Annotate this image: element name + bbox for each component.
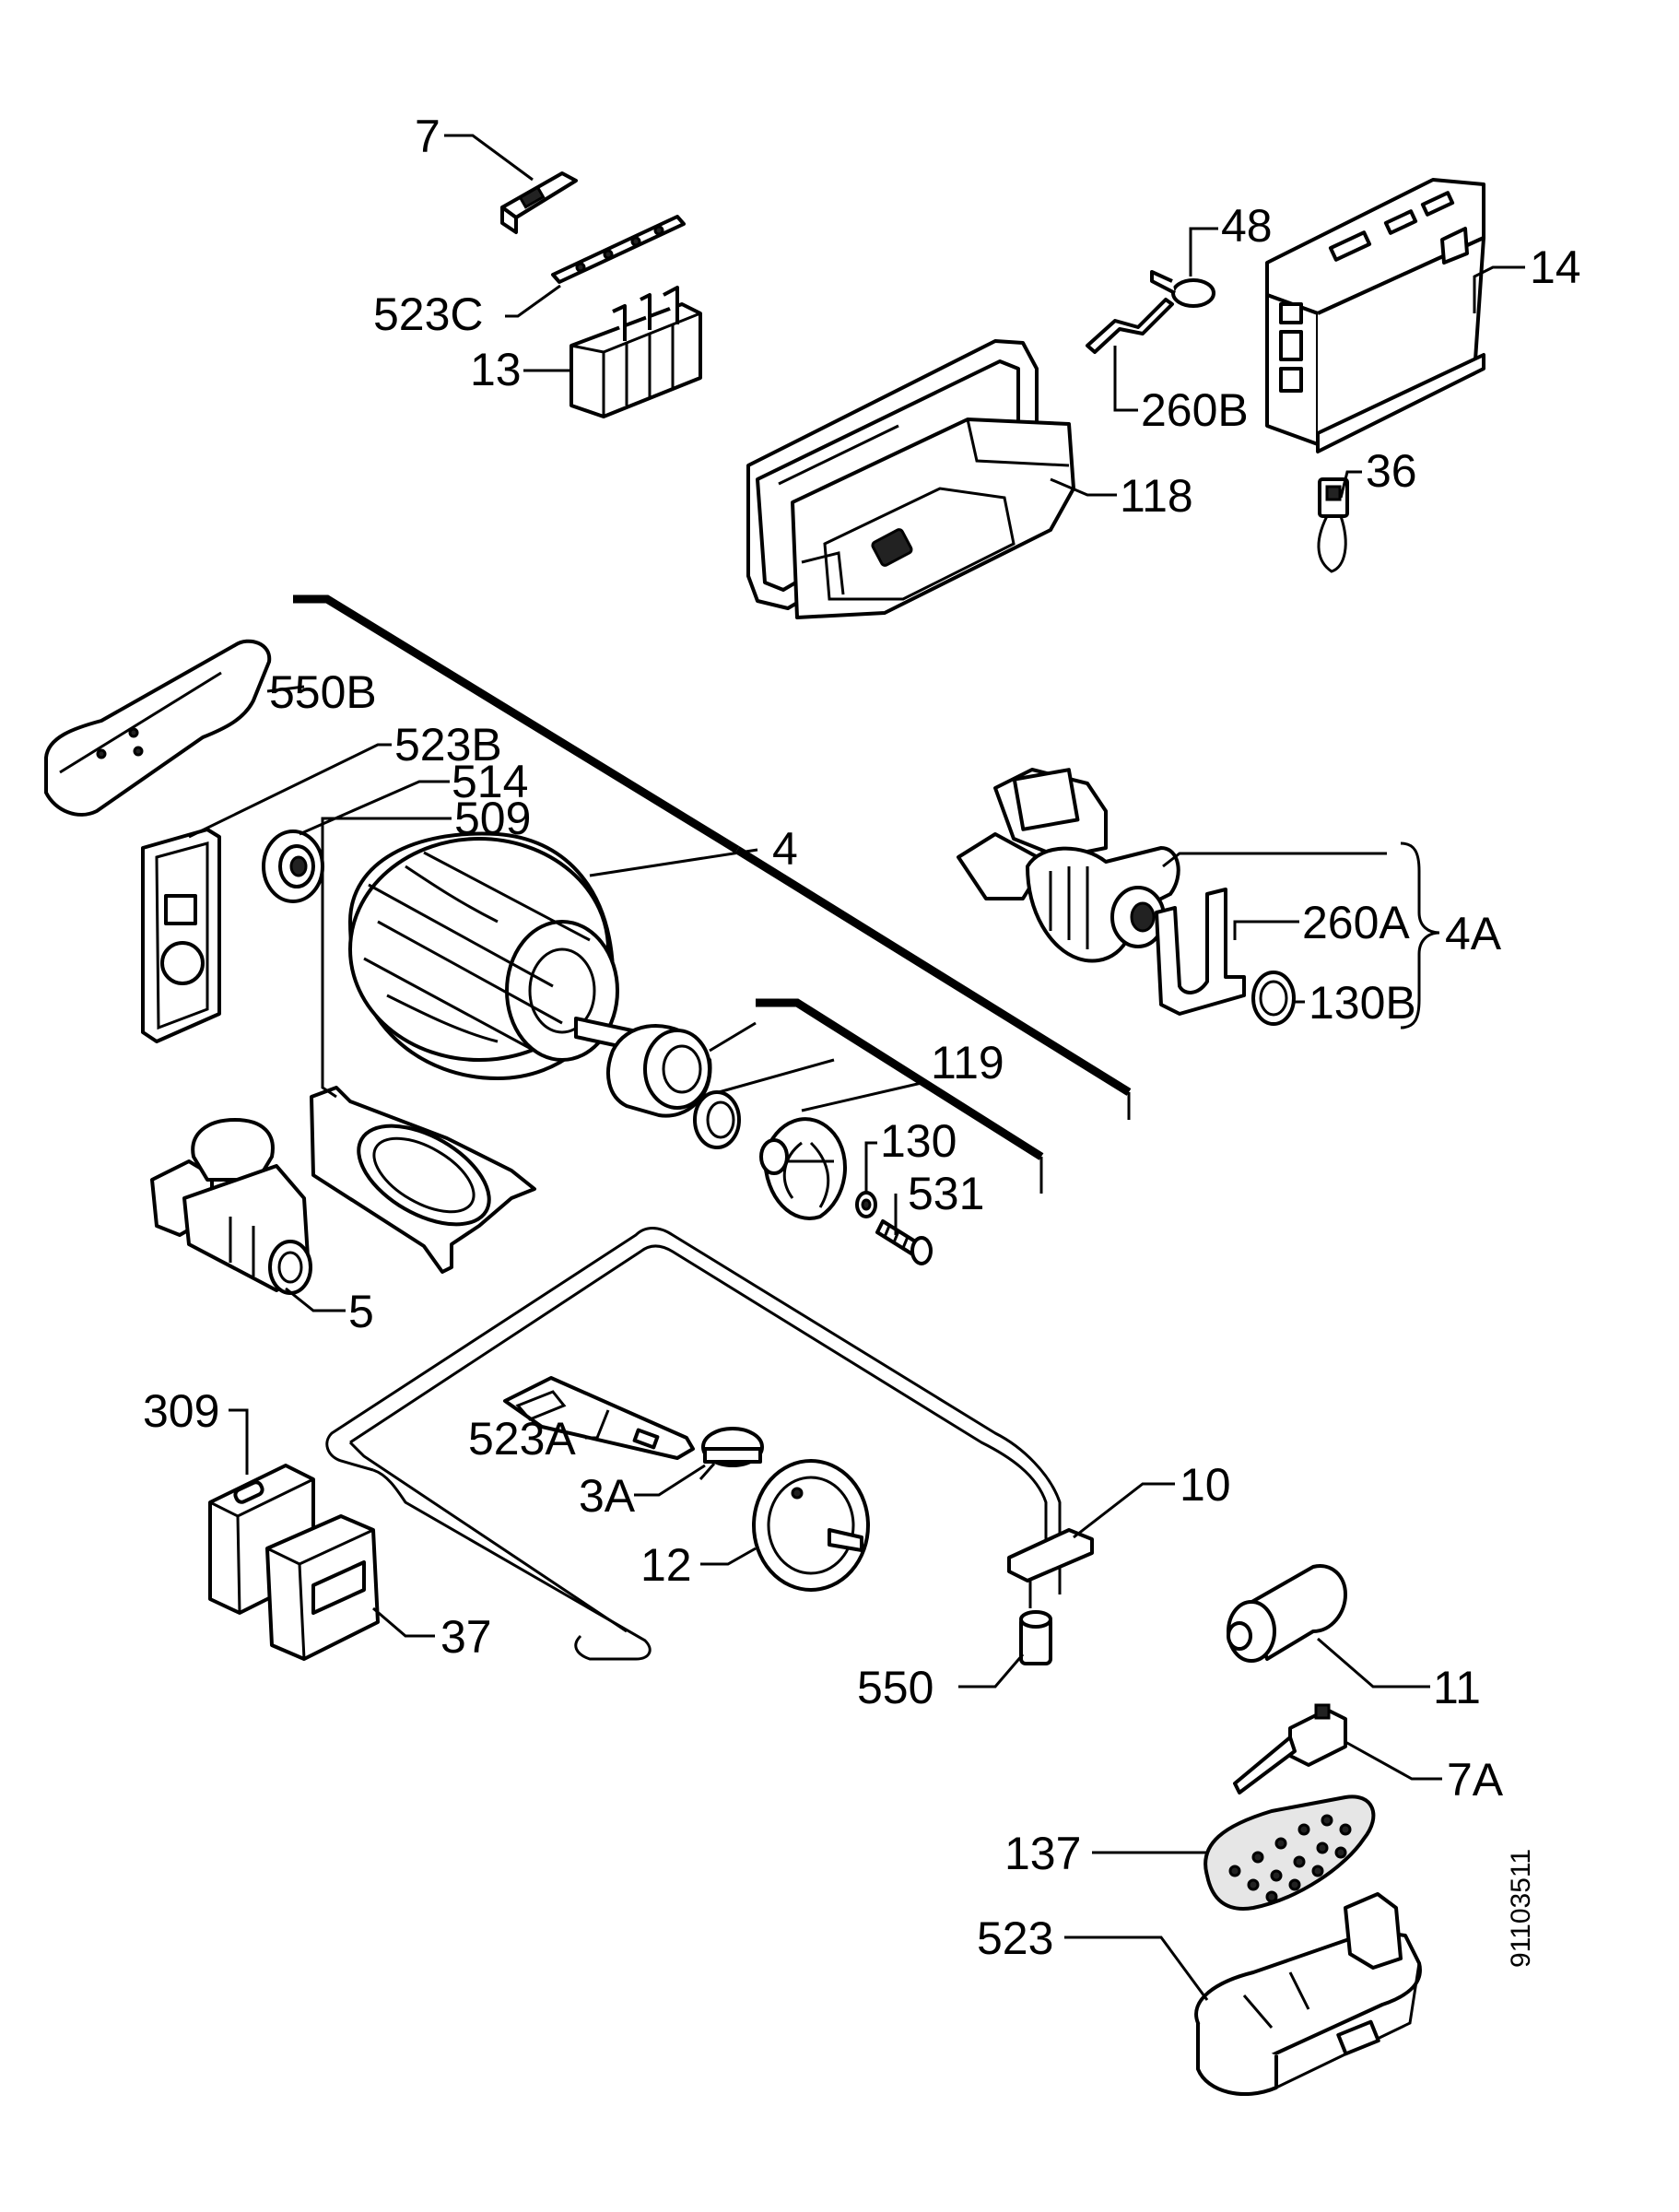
label-523a: 523A — [468, 1413, 576, 1465]
label-3a: 3A — [579, 1470, 636, 1522]
part-10-heating-element — [325, 1227, 1094, 1661]
part-550b-cover — [44, 639, 272, 817]
label-130: 130 — [880, 1115, 957, 1167]
label-7: 7 — [415, 111, 440, 162]
part-523a-bracket — [503, 1376, 695, 1460]
part-37-terminal-block — [265, 1514, 380, 1661]
part-531-screw — [875, 1219, 933, 1265]
part-labels: 7 523C 13 48 14 260B 36 118 550B 523B 51… — [143, 111, 1581, 1964]
label-12: 12 — [640, 1539, 692, 1591]
part-523-base-housing — [1194, 1892, 1422, 2096]
label-523c: 523C — [373, 288, 484, 340]
label-260b: 260B — [1141, 384, 1249, 436]
label-509: 509 — [454, 793, 531, 844]
part-550-plug — [1019, 1610, 1052, 1665]
part-36-connector — [1317, 477, 1349, 573]
label-550: 550 — [857, 1662, 933, 1713]
label-309: 309 — [143, 1385, 219, 1437]
part-7a-micro-switch — [1233, 1703, 1347, 1794]
part-48-connector — [1150, 270, 1215, 308]
part-13-switch-block — [569, 286, 702, 418]
part-119-ring — [693, 1090, 741, 1149]
part-119-impeller — [759, 1117, 847, 1220]
part-14-control-board — [1265, 178, 1485, 453]
part-3a-thermostat — [699, 1427, 764, 1480]
part-5-inlet-valve — [150, 1118, 312, 1295]
part-514-seal — [262, 830, 324, 903]
label-260a: 260A — [1302, 897, 1410, 948]
label-14: 14 — [1530, 241, 1581, 293]
label-5: 5 — [348, 1286, 374, 1337]
label-4: 4 — [772, 823, 798, 875]
label-37: 37 — [440, 1611, 492, 1663]
part-523c-button-strip — [551, 215, 686, 284]
part-260a-pump-bracket — [1155, 888, 1246, 1016]
label-7a: 7A — [1447, 1754, 1504, 1806]
part-4-bracket-plate — [310, 1086, 536, 1274]
part-11-capacitor — [1227, 1564, 1347, 1663]
document-number: 91103511 — [1506, 1849, 1536, 1968]
label-10: 10 — [1180, 1459, 1231, 1511]
part-130-washer — [855, 1191, 877, 1218]
label-523: 523 — [977, 1912, 1053, 1964]
label-36: 36 — [1366, 445, 1417, 497]
label-4a: 4A — [1445, 908, 1502, 959]
label-48: 48 — [1221, 200, 1273, 252]
label-130b: 130B — [1309, 977, 1416, 1029]
part-7-switch-button — [500, 171, 578, 234]
part-137-filter-foam — [1203, 1794, 1376, 1911]
label-137: 137 — [1004, 1828, 1081, 1879]
part-4a-drain-pump — [957, 768, 1180, 963]
leader-lines — [188, 134, 1525, 2001]
brace-4a — [1400, 841, 1440, 1030]
part-130b-o-ring — [1251, 971, 1296, 1026]
assembly-bracket-lines — [293, 594, 1132, 1194]
part-119-pump-housing — [606, 1024, 712, 1118]
part-12-pressure-switch — [752, 1459, 870, 1592]
label-523b: 523B — [394, 719, 502, 771]
part-118-dispenser — [746, 339, 1075, 619]
part-260b-wire-clip — [1086, 298, 1174, 354]
label-11: 11 — [1433, 1662, 1481, 1713]
label-531: 531 — [908, 1168, 984, 1219]
part-523b-panel — [141, 828, 221, 1043]
label-118: 118 — [1120, 470, 1193, 522]
label-13: 13 — [470, 344, 522, 395]
label-119: 119 — [931, 1037, 1004, 1088]
part-509-motor — [348, 831, 642, 1080]
filter-foam-texture — [1228, 1814, 1352, 1903]
label-514: 514 — [452, 756, 528, 807]
label-550b: 550B — [269, 666, 377, 718]
